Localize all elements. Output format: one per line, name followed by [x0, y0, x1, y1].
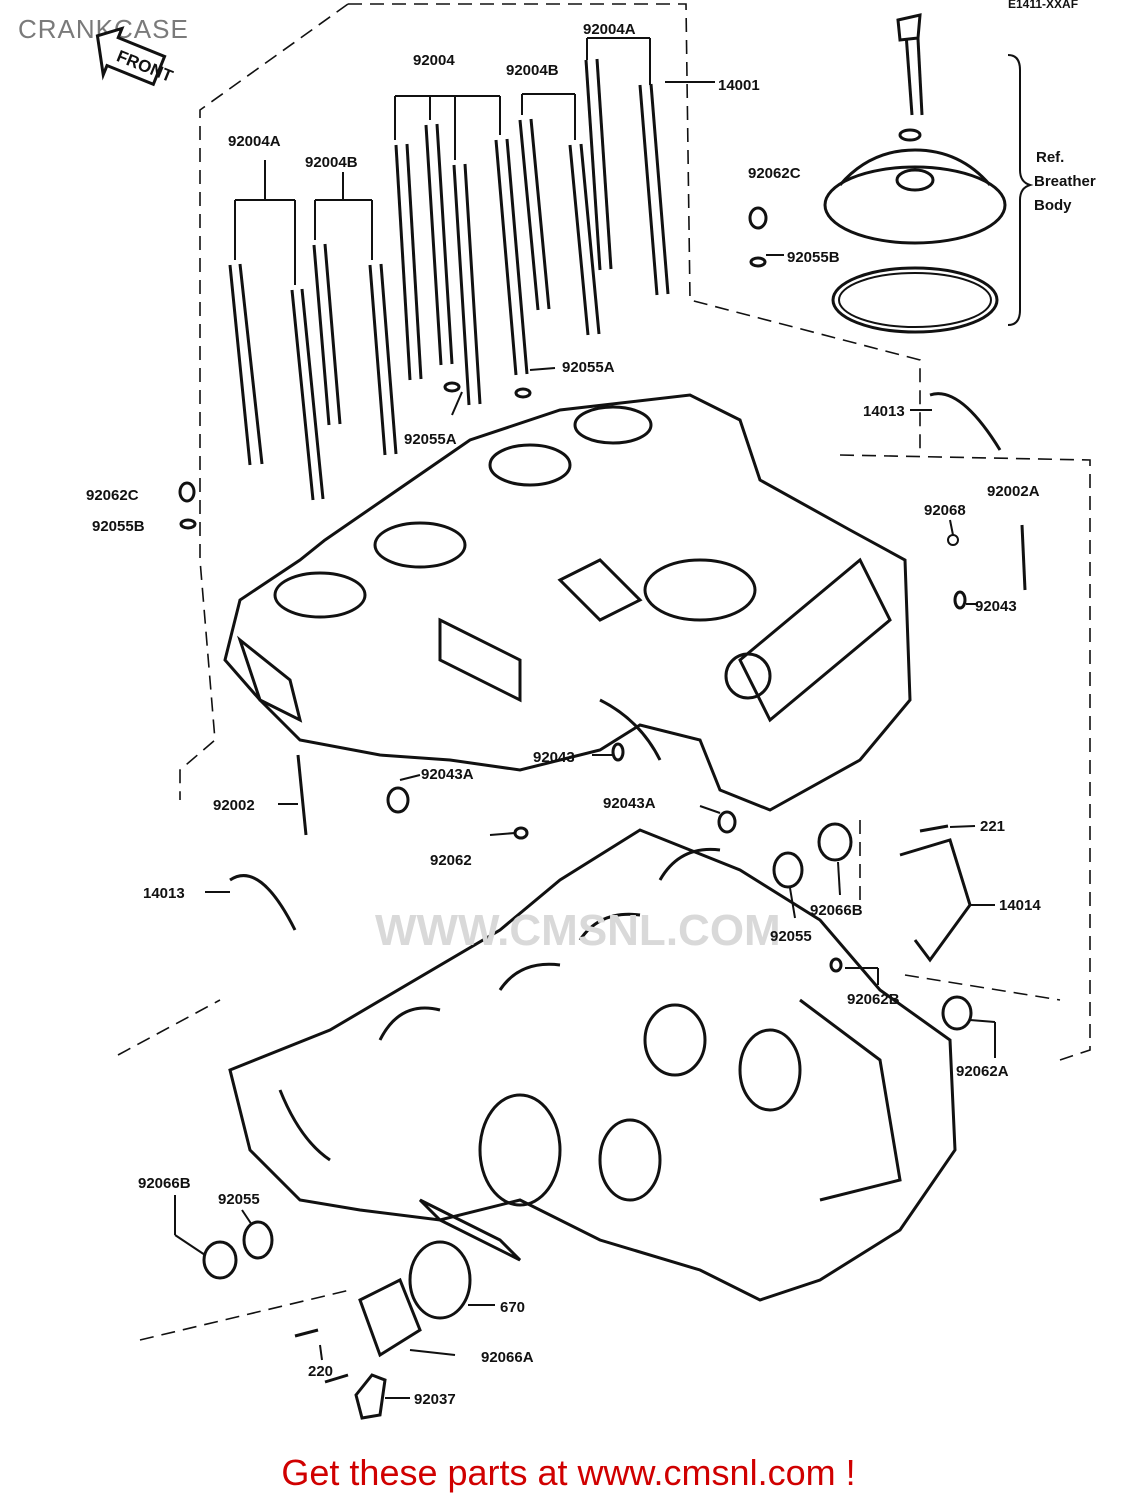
part-label: 92068 [924, 502, 966, 519]
part-label: 92066B [138, 1175, 191, 1192]
part-label: 92004A [583, 21, 636, 38]
breather-note-line: Body [1034, 197, 1072, 214]
part-label: 92004B [506, 62, 559, 79]
part-label: 92055A [404, 431, 457, 448]
ref-code: E1411-XXAF [1008, 0, 1078, 11]
part-label: 92062 [430, 852, 472, 869]
part-label: 92043A [421, 766, 474, 783]
part-label: 92055B [787, 249, 840, 266]
part-label: 92066B [810, 902, 863, 919]
breather-body [823, 13, 1007, 334]
leader-lines [174, 37, 996, 1399]
breather-bracket [1007, 54, 1034, 326]
parts-link[interactable]: Get these parts at www.cmsnl.com ! [281, 1452, 856, 1493]
front-arrow-icon: FRONT [95, 26, 176, 86]
part-label: 92062A [956, 1063, 1009, 1080]
part-label: 92043 [533, 749, 575, 766]
part-label: 92062B [847, 991, 900, 1008]
part-label: 92066A [481, 1349, 534, 1366]
part-labels: 92004A 92004 92004B 14001 92004A 92004B … [86, 21, 1041, 1408]
part-label: 92004B [305, 154, 358, 171]
part-label: 92062C [748, 165, 801, 182]
part-label: 14013 [863, 403, 905, 420]
crankcase-exploded-diagram: E1411-XXAF FRONT [86, 0, 1096, 1420]
group-outlines [117, 3, 1091, 1341]
part-label: 220 [308, 1363, 333, 1380]
part-label: 92004 [413, 52, 455, 69]
part-label: 92062C [86, 487, 139, 504]
lower-crankcase [228, 828, 957, 1302]
part-label: 92043 [975, 598, 1017, 615]
part-label: 92002 [213, 797, 255, 814]
part-label: 221 [980, 818, 1005, 835]
part-label: 14001 [718, 77, 760, 94]
part-label: 92055 [770, 928, 812, 945]
small-parts [178, 206, 1027, 1420]
breather-note: Ref. Breather Body [1034, 149, 1096, 214]
crankcase-studs [228, 58, 670, 501]
part-label: 92055 [218, 1191, 260, 1208]
part-label: 92055B [92, 518, 145, 535]
part-label: 14014 [999, 897, 1041, 914]
upper-crankcase [223, 393, 912, 812]
part-label: 92055A [562, 359, 615, 376]
part-label: 92043A [603, 795, 656, 812]
breather-note-line: Ref. [1036, 149, 1064, 166]
part-label: 92037 [414, 1391, 456, 1408]
part-label: 14013 [143, 885, 185, 902]
breather-note-line: Breather [1034, 173, 1096, 190]
watermark: WWW.CMSNL.COM [375, 906, 781, 955]
part-label: 92002A [987, 483, 1040, 500]
part-label: 92004A [228, 133, 281, 150]
part-label: 670 [500, 1299, 525, 1316]
